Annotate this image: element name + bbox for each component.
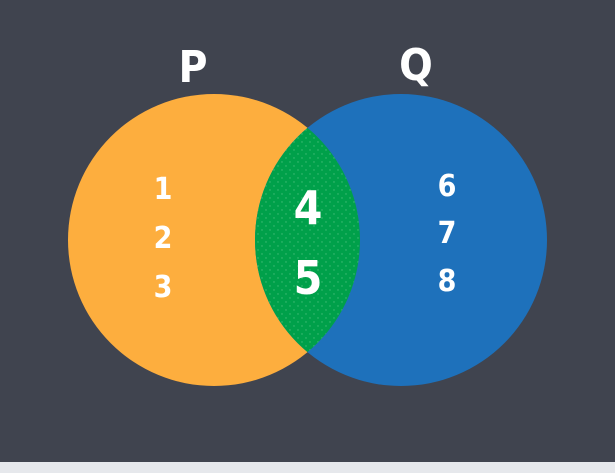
set-p-label: P [178,42,207,93]
intersection-texture [255,94,360,386]
set-q-element: 8 [438,264,457,299]
intersection-element: 4 [294,181,323,235]
set-q-label: Q [399,40,433,91]
intersection-element: 5 [294,251,323,305]
set-q-element: 6 [438,169,457,204]
set-p-element: 1 [154,172,173,207]
set-q-element: 7 [438,216,457,251]
set-p-element: 2 [154,221,173,256]
set-p-element: 3 [154,270,173,305]
intersection-region [255,94,360,386]
